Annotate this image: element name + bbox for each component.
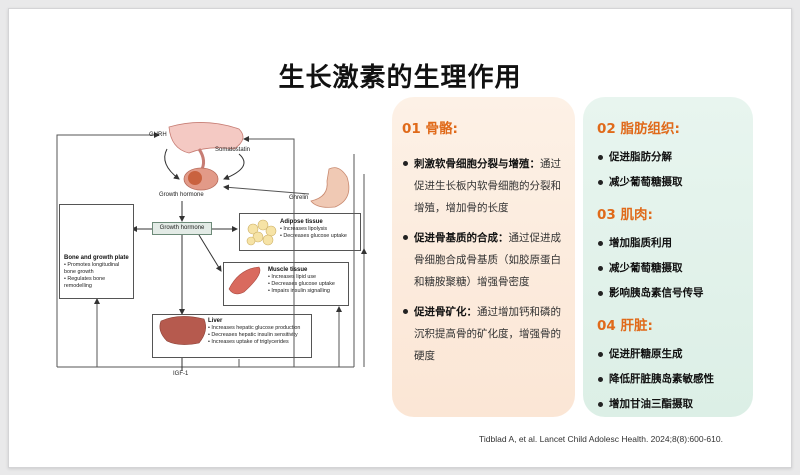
tissue-panel-content: 02 脂肪组织: 促进脂肪分解 减少葡萄糖摄取 03 肌肉: 增加脂质利用 减少… bbox=[597, 117, 749, 425]
somatostatin-label: Somatostatin bbox=[215, 147, 251, 153]
liver-effect-1: Increases hepatic glucose production bbox=[208, 325, 308, 332]
list-item: 促进肝糖原生成 bbox=[597, 342, 749, 367]
adipose-effect-1: Increases lipolysis bbox=[280, 226, 357, 233]
liver-effect-3: Increases uptake of triglycerides bbox=[208, 339, 308, 346]
slide: 生长激素的生理作用 bbox=[8, 8, 792, 468]
liver-section-title: 04 肝脏: bbox=[597, 318, 653, 334]
bone-panel-item: 促进骨矿化：通过增加钙和磷的沉积提高骨的矿化度，增强骨的硬度 bbox=[402, 301, 570, 367]
citation: Tidblad A, et al. Lancet Child Adolesc H… bbox=[479, 434, 723, 444]
bone-item-1-text: 通过促进生长板内软骨细胞的分裂和增殖，增加骨的长度 bbox=[414, 158, 561, 214]
adipose-box-title: Adipose tissue bbox=[280, 219, 323, 225]
list-item: 减少葡萄糖摄取 bbox=[597, 256, 749, 281]
bone-item-2-text: 通过促进成骨细胞合成骨基质（如胶原蛋白和糖胺聚糖）增强骨密度 bbox=[414, 232, 561, 288]
muscle-section-list: 增加脂质利用 减少葡萄糖摄取 影响胰岛素信号传导 bbox=[597, 231, 749, 306]
list-item: 增加脂质利用 bbox=[597, 231, 749, 256]
bone-panel-item: 促进骨基质的合成：通过促进成骨细胞合成骨基质（如胶原蛋白和糖胺聚糖）增强骨密度 bbox=[402, 227, 570, 293]
adipose-box-list: Increases lipolysis Decreases glucose up… bbox=[280, 226, 357, 240]
bone-item-2-bold: 促进骨基质的合成： bbox=[414, 232, 509, 244]
gh-physiology-diagram: GHRH Somatostatin Growth hormone Ghrelin… bbox=[39, 109, 384, 384]
bone-box-title: Bone and growth plate bbox=[64, 255, 129, 261]
growth-hormone-pituitary-label: Growth hormone bbox=[159, 192, 204, 198]
tissue-panel: 02 脂肪组织: 促进脂肪分解 减少葡萄糖摄取 03 肌肉: 增加脂质利用 减少… bbox=[583, 97, 753, 417]
igf1-label: IGF-1 bbox=[173, 371, 189, 377]
bone-panel-list: 刺激软骨细胞分裂与增殖：通过促进生长板内软骨细胞的分裂和增殖，增加骨的长度 促进… bbox=[402, 153, 570, 375]
bone-effect-2: Regulates bone remodelling bbox=[64, 276, 130, 290]
bone-item-3-text: 通过增加钙和磷的沉积提高骨的矿化度，增强骨的硬度 bbox=[414, 306, 561, 362]
bone-item-1-bold: 刺激软骨细胞分裂与增殖： bbox=[414, 158, 540, 170]
muscle-section-title: 03 肌肉: bbox=[597, 207, 653, 223]
bone-effect-1: Promotes longitudinal bone growth bbox=[64, 262, 130, 276]
adipose-section-list: 促进脂肪分解 减少葡萄糖摄取 bbox=[597, 145, 749, 195]
muscle-effect-2: Decreases glucose uptake bbox=[268, 281, 345, 288]
list-item: 影响胰岛素信号传导 bbox=[597, 281, 749, 306]
muscle-effect-1: Increases lipid use bbox=[268, 274, 345, 281]
adipose-box: Adipose tissue Increases lipolysis Decre… bbox=[239, 213, 361, 251]
list-item: 减少葡萄糖摄取 bbox=[597, 170, 749, 195]
bone-item-3-bold: 促进骨矿化： bbox=[414, 306, 477, 318]
page-title: 生长激素的生理作用 bbox=[278, 63, 522, 93]
adipose-section-title: 02 脂肪组织: bbox=[597, 121, 680, 137]
bone-panel: 01 骨骼: 刺激软骨细胞分裂与增殖：通过促进生长板内软骨细胞的分裂和增殖，增加… bbox=[392, 97, 575, 417]
muscle-box-list: Increases lipid use Decreases glucose up… bbox=[268, 274, 345, 295]
muscle-box-title: Muscle tissue bbox=[268, 267, 308, 273]
liver-box-title: Liver bbox=[208, 318, 223, 324]
liver-box-list: Increases hepatic glucose production Dec… bbox=[208, 325, 308, 346]
liver-effect-2: Decreases hepatic insulin sensitivity bbox=[208, 332, 308, 339]
ghrelin-label: Ghrelin bbox=[289, 195, 309, 201]
liver-box: Liver Increases hepatic glucose producti… bbox=[152, 314, 312, 358]
bone-box-list: Promotes longitudinal bone growth Regula… bbox=[64, 262, 130, 290]
ghrh-label: GHRH bbox=[149, 132, 167, 138]
muscle-box: Muscle tissue Increases lipid use Decrea… bbox=[223, 262, 349, 306]
bone-panel-title: 01 骨骼: bbox=[402, 121, 458, 137]
list-item: 增加甘油三酯摄取 bbox=[597, 392, 749, 417]
adipose-effect-2: Decreases glucose uptake bbox=[280, 233, 357, 240]
liver-section-list: 促进肝糖原生成 降低肝脏胰岛素敏感性 增加甘油三酯摄取 bbox=[597, 342, 749, 417]
muscle-effect-3: Impairs insulin signalling bbox=[268, 288, 345, 295]
list-item: 促进脂肪分解 bbox=[597, 145, 749, 170]
bone-panel-item: 刺激软骨细胞分裂与增殖：通过促进生长板内软骨细胞的分裂和增殖，增加骨的长度 bbox=[402, 153, 570, 219]
bone-box: Bone and growth plate Promotes longitudi… bbox=[59, 204, 134, 299]
list-item: 降低肝脏胰岛素敏感性 bbox=[597, 367, 749, 392]
growth-hormone-box: Growth hormone bbox=[152, 222, 212, 235]
